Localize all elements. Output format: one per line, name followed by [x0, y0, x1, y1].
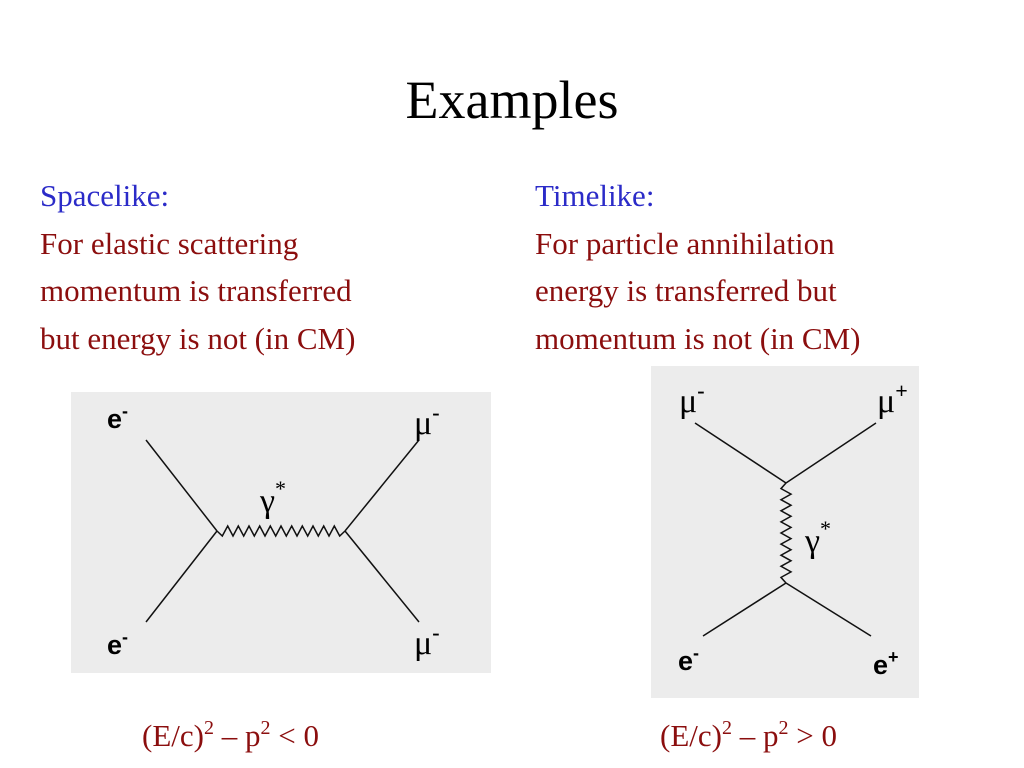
- spacelike-condition-formula: (E/c)2 – p2 < 0: [142, 717, 319, 753]
- timelike-line-2: energy is transferred but: [535, 273, 837, 308]
- label-bottom-right: e+: [873, 647, 899, 680]
- timelike-text: Timelike: For particle annihilation ener…: [535, 172, 861, 362]
- positron-line: [785, 582, 872, 637]
- timelike-diagram-svg: μ- μ+ e- e+ γ*: [651, 366, 919, 698]
- timelike-feynman-diagram: μ- μ+ e- e+ γ*: [651, 366, 919, 698]
- timelike-diagram-background: [651, 366, 919, 698]
- outgoing-electron-bottom-line: [145, 530, 218, 623]
- spacelike-line-1: For elastic scattering: [40, 225, 299, 261]
- spacelike-line-3: but energy is not (in CM): [40, 320, 356, 356]
- label-bottom-left: e-: [678, 643, 699, 676]
- spacelike-feynman-diagram: e- μ- e- μ- γ*: [71, 392, 491, 673]
- timelike-line-1: For particle annihilation: [535, 225, 835, 261]
- label-bottom-left: e-: [107, 627, 128, 660]
- slide-title: Examples: [405, 70, 619, 130]
- muon-top-line: [344, 439, 420, 532]
- spacelike-line-2: momentum is transferred: [40, 273, 352, 308]
- label-bottom-right: μ-: [414, 620, 440, 662]
- spacelike-diagram-svg: e- μ- e- μ- γ*: [71, 392, 491, 673]
- label-virtual-photon: γ*: [259, 476, 286, 520]
- label-virtual-photon: γ*: [804, 516, 831, 560]
- label-top-right: μ-: [414, 400, 440, 442]
- virtual-photon-wavy-line: [216, 524, 346, 538]
- spacelike-heading: Spacelike:: [40, 178, 170, 213]
- electron-line: [702, 582, 787, 637]
- timelike-heading: Timelike:: [535, 178, 655, 213]
- incoming-electron-top-line: [145, 439, 218, 532]
- virtual-photon-wavy-line: [779, 482, 793, 584]
- label-top-left: μ-: [679, 378, 705, 420]
- label-top-right: μ+: [877, 378, 908, 420]
- spacelike-diagram-background: [71, 392, 491, 673]
- spacelike-text: Spacelike: For elastic scattering moment…: [40, 172, 355, 362]
- muon-plus-line: [785, 422, 877, 484]
- muon-bottom-line: [344, 530, 420, 623]
- timelike-condition-formula: (E/c)2 – p2 > 0: [660, 717, 837, 753]
- label-top-left: e-: [107, 401, 128, 434]
- timelike-line-3: momentum is not (in CM): [535, 320, 861, 356]
- muon-minus-line: [694, 422, 787, 484]
